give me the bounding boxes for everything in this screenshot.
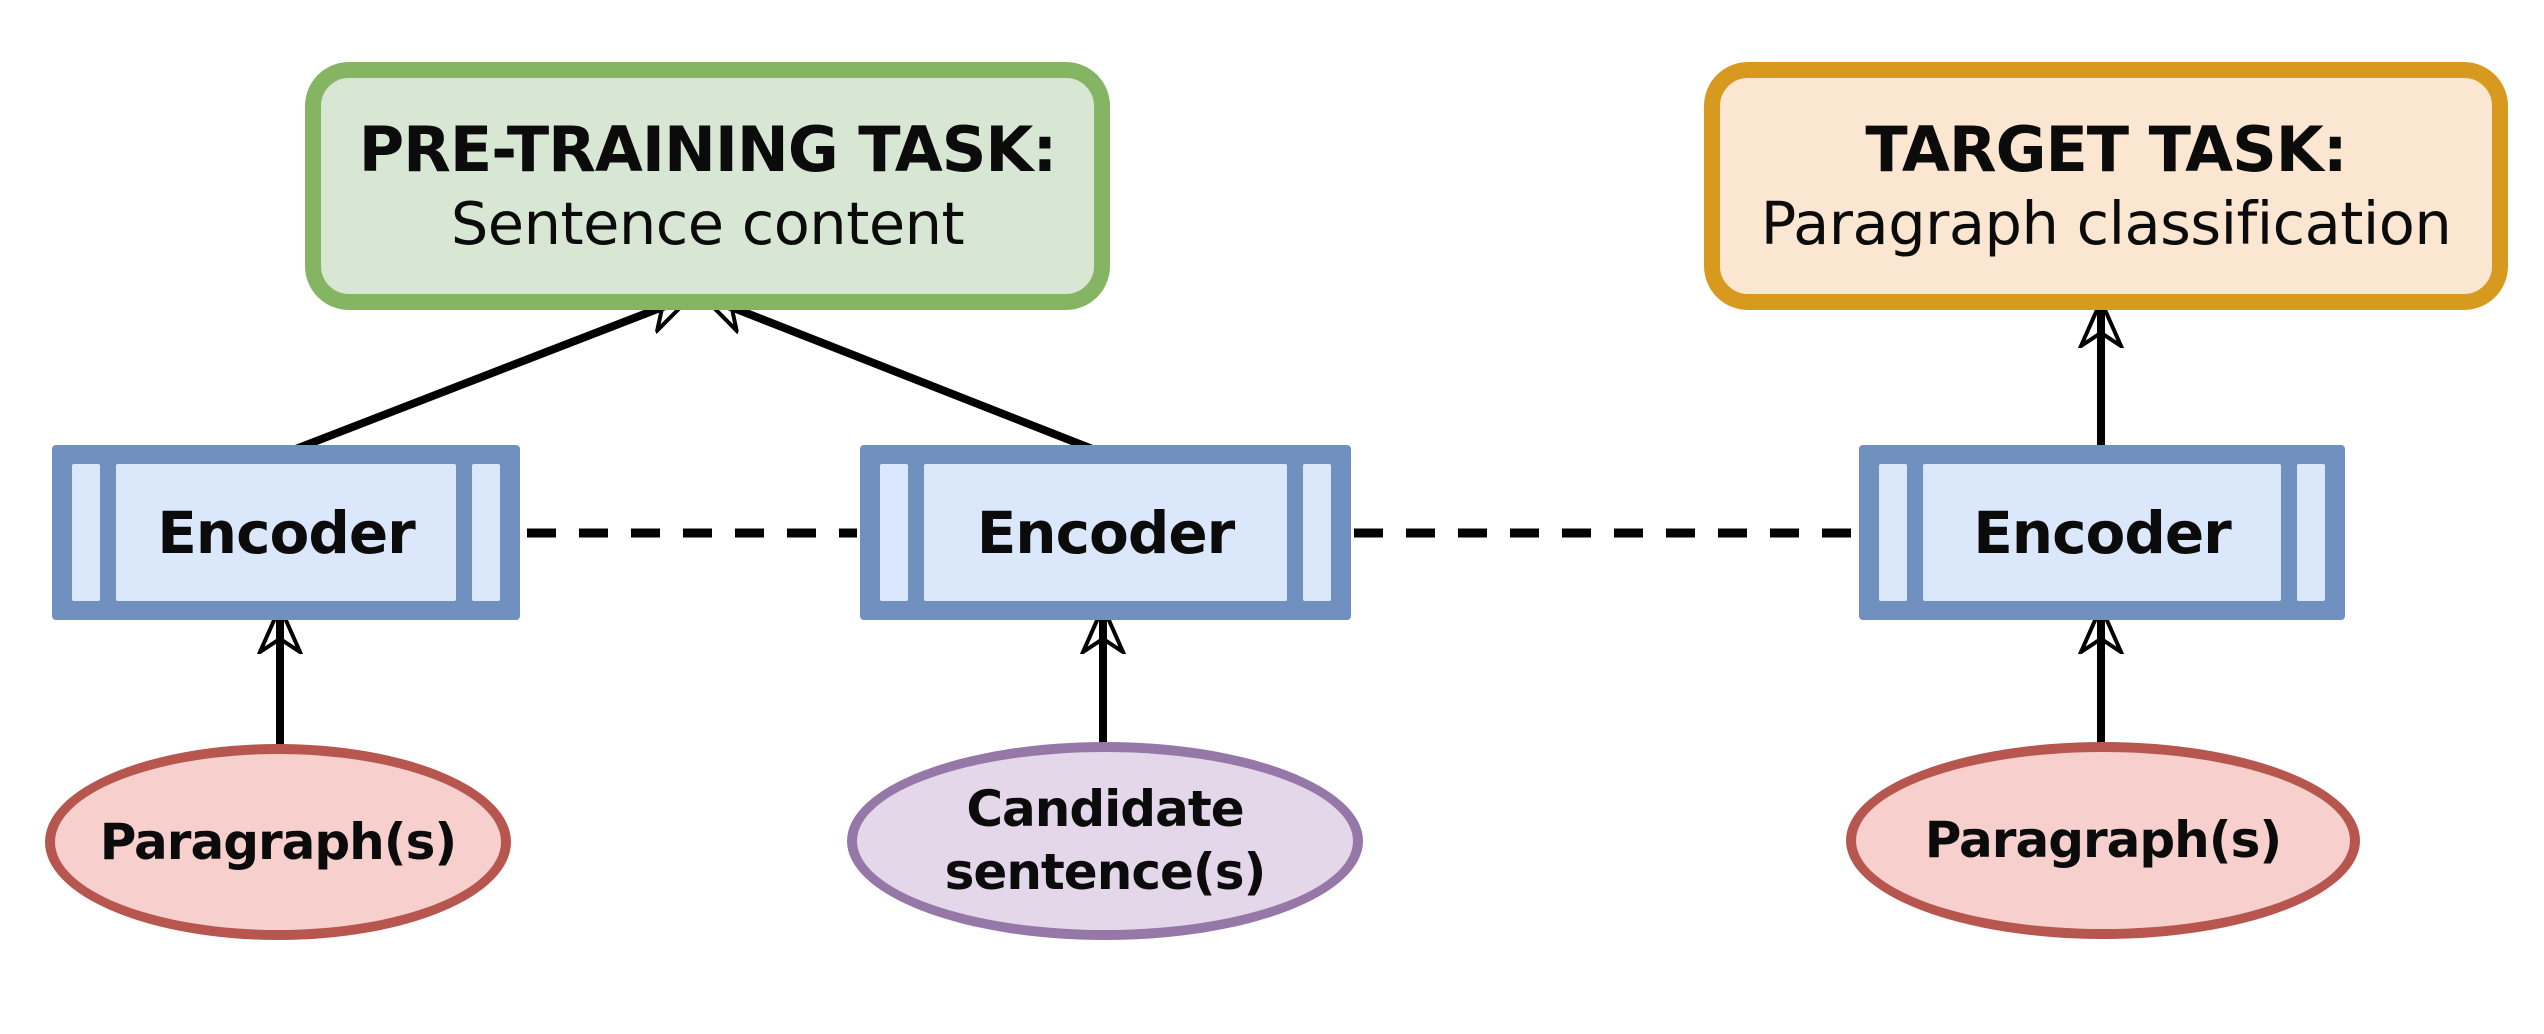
encoder-main-cell: Encoder: [924, 464, 1287, 601]
target-task-title: TARGET TASK:: [1865, 113, 2347, 187]
encoder-label: Encoder: [1973, 498, 2232, 567]
input-ellipse-candidate-sentences: Candidate sentence(s): [847, 742, 1363, 940]
encoder-box-left: Encoder: [52, 445, 520, 620]
encoder-label: Encoder: [157, 498, 416, 567]
encoder-main-cell: Encoder: [116, 464, 456, 601]
encoder-main-cell: Encoder: [1923, 464, 2281, 601]
pretraining-task-box: PRE-TRAINING TASK: Sentence content: [305, 62, 1110, 310]
pretraining-task-title: PRE-TRAINING TASK:: [358, 113, 1058, 187]
input-label-line1: Candidate: [966, 780, 1244, 838]
arrow-left-encoder-to-pretraining-task: [286, 296, 691, 456]
input-label: Paragraph(s): [1924, 811, 2282, 869]
input-label-line2: sentence(s): [944, 843, 1267, 901]
encoder-right-strip: [1303, 464, 1331, 601]
encoder-left-strip: [1879, 464, 1907, 601]
encoder-left-strip: [880, 464, 908, 601]
input-ellipse-paragraphs-right: Paragraph(s): [1846, 742, 2360, 939]
encoder-left-strip: [72, 464, 100, 601]
input-label: Paragraph(s): [99, 812, 457, 871]
target-task-subtitle: Paragraph classification: [1760, 188, 2452, 258]
input-ellipse-paragraphs-left: Paragraph(s): [45, 744, 511, 940]
target-task-box: TARGET TASK: Paragraph classification: [1704, 62, 2508, 310]
encoder-right-strip: [2297, 464, 2325, 601]
pretraining-task-subtitle: Sentence content: [450, 188, 965, 258]
arrow-middle-encoder-to-pretraining-task: [703, 296, 1102, 456]
encoder-label: Encoder: [976, 498, 1236, 567]
encoder-right-strip: [472, 464, 500, 601]
encoder-box-right: Encoder: [1859, 445, 2345, 620]
encoder-box-middle: Encoder: [860, 445, 1351, 620]
